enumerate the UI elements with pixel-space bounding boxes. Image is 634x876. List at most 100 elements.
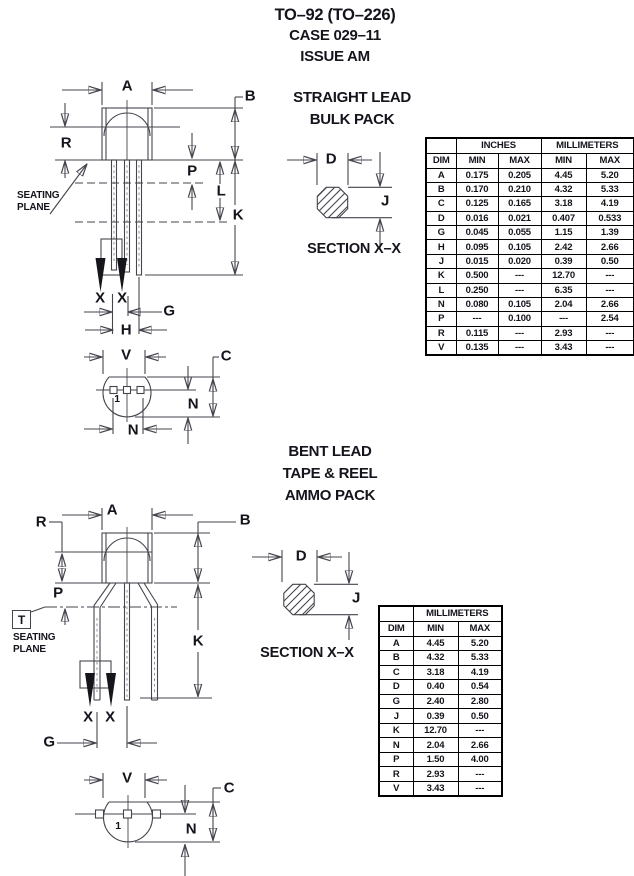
table-row: P---0.100---2.54 — [425, 311, 634, 327]
seating-plane-note: SEATING PLANE — [13, 632, 56, 655]
table-cell: C — [378, 664, 414, 681]
table-cell: K — [378, 722, 414, 739]
min-column-header: MIN — [540, 152, 587, 169]
dim-label-b: B — [239, 511, 251, 529]
table-cell: --- — [497, 339, 542, 356]
max-column-header: MAX — [585, 152, 634, 169]
table-cell: 4.45 — [412, 635, 459, 652]
table-cell: 4.00 — [457, 751, 503, 768]
table-cell: 0.105 — [497, 239, 542, 255]
dim-label-n: N — [187, 395, 199, 413]
section-cut-box — [100, 238, 123, 276]
table-cell: A — [425, 167, 457, 183]
dim-label-d: D — [295, 547, 307, 565]
table-cell: D — [378, 679, 414, 695]
table-cell: --- — [497, 268, 542, 284]
table-cell: 0.407 — [540, 210, 587, 227]
table-cell: 3.43 — [540, 339, 587, 356]
table-cell: 0.50 — [457, 708, 503, 724]
dim-label-l: L — [216, 182, 226, 200]
table-cell: 2.80 — [457, 693, 503, 710]
section-arrow — [117, 258, 127, 292]
lead-pad-2 — [122, 809, 133, 819]
table-cell: --- — [540, 311, 587, 327]
table-cell: 4.19 — [457, 664, 503, 681]
pack2-line2: TAPE & REEL — [282, 465, 378, 482]
table-cell: 0.250 — [455, 282, 499, 298]
dim-label-g: G — [163, 302, 175, 320]
table-cell: 0.115 — [455, 325, 499, 342]
table-cell: 2.04 — [540, 296, 587, 313]
dim-label-x: X — [105, 708, 115, 726]
dim-label-x: X — [83, 708, 93, 726]
dim-label-p: P — [53, 584, 63, 602]
table-cell: 0.205 — [497, 167, 542, 183]
table-cell: 2.66 — [585, 239, 634, 255]
section-xx-detail-1 — [287, 152, 392, 248]
dim-label-j: J — [380, 192, 390, 210]
table-cell: 0.125 — [455, 196, 499, 212]
table-cell: G — [425, 224, 457, 241]
issue-revision: ISSUE AM — [300, 48, 370, 65]
pack-type-2: BENT LEAD TAPE & REEL AMMO PACK — [283, 441, 378, 507]
drawing-header: TO–92 (TO–226) CASE 029–11 ISSUE AM — [275, 5, 396, 67]
table-cell: 0.020 — [497, 253, 542, 270]
lead-pad-1 — [94, 809, 105, 819]
table-cell: A — [378, 635, 414, 652]
table-cell: --- — [457, 722, 503, 739]
straight-lead-front-view — [49, 82, 243, 334]
table-header-row: DIM MIN MAX MIN MAX — [425, 152, 634, 169]
dim-label-x: X — [117, 289, 127, 307]
table-cell: P — [378, 751, 414, 768]
table-cell: H — [425, 239, 457, 255]
dim-label-j: J — [351, 589, 361, 607]
table-cell: 1.15 — [540, 224, 587, 241]
pack-type-1: STRAIGHT LEAD BULK PACK — [293, 87, 411, 131]
dim-label-c: C — [220, 347, 232, 365]
seating-plane-line1: SEATING — [13, 632, 56, 643]
table-cell: 0.045 — [455, 224, 499, 241]
table-cell: C — [425, 196, 457, 212]
section-arrow — [106, 673, 116, 707]
table-cell: B — [378, 650, 414, 666]
table-cell: 1.39 — [585, 224, 634, 241]
table-cell: 4.19 — [585, 196, 634, 212]
dim-label-b: B — [244, 87, 256, 105]
seating-plane-line2: PLANE — [17, 201, 50, 213]
dim-column-header: DIM — [378, 620, 414, 637]
table-cell: P — [425, 311, 457, 327]
corner-cell — [378, 605, 414, 622]
page-title: TO–92 (TO–226) — [274, 6, 396, 24]
dim-label-n: N — [185, 820, 197, 838]
pin1-marker: 1 — [115, 820, 121, 832]
corner-cell — [425, 137, 457, 154]
table-cell: K — [425, 268, 457, 284]
table-cell: 5.33 — [457, 650, 503, 666]
table-cell: 0.39 — [540, 253, 587, 270]
millimeters-group-header: MILLIMETERS — [412, 605, 503, 622]
table-cell: 5.20 — [585, 167, 634, 183]
table-cell: --- — [457, 780, 503, 797]
pin1-marker: 1 — [114, 393, 120, 405]
section-xx-caption: SECTION X–X — [307, 241, 401, 257]
pack1-line2: BULK PACK — [309, 111, 395, 128]
straight-lead-bottom-view — [84, 350, 220, 444]
table-cell: 5.20 — [457, 635, 503, 652]
table-cell: 0.016 — [455, 210, 499, 227]
bent-lead-bottom-view — [75, 773, 221, 876]
pack2-line1: BENT LEAD — [288, 443, 372, 460]
table-cell: 5.33 — [585, 181, 634, 198]
table-cell: 2.93 — [540, 325, 587, 342]
table-cell: 0.080 — [455, 296, 499, 313]
datum-t-label: T — [17, 612, 26, 627]
